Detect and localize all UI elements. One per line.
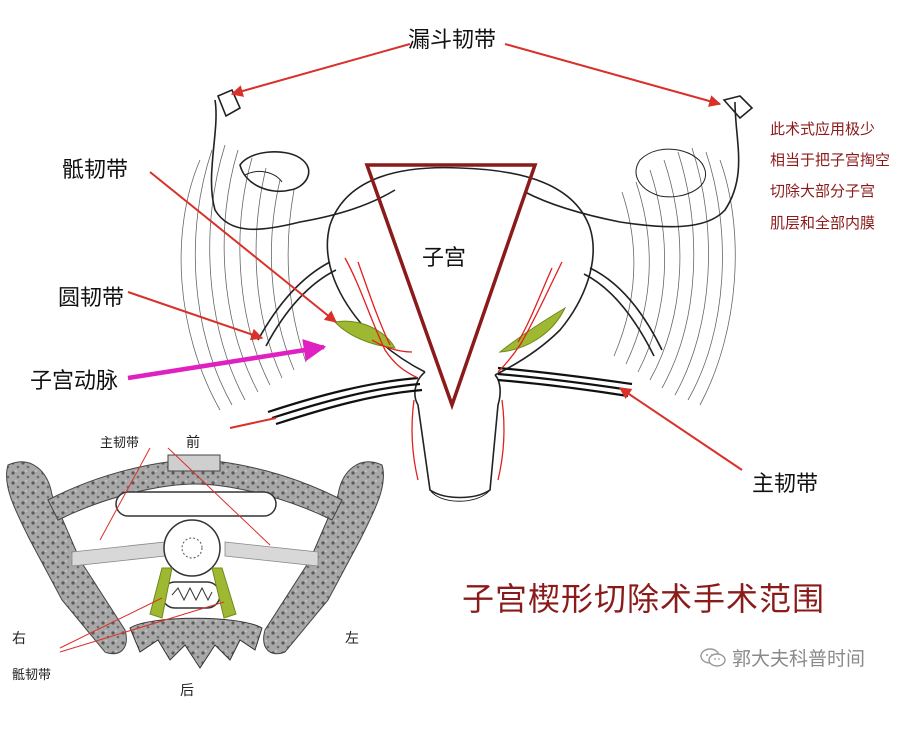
note-line: 切除大部分子宫 (770, 182, 876, 200)
label-infundibulopelvic: 漏斗韧带 (408, 28, 497, 53)
label-round: 圆韧带 (58, 286, 125, 311)
inset-label-left: 左 (345, 631, 359, 647)
inset-label-right: 右 (12, 631, 26, 647)
label-cardinal: 主韧带 (752, 472, 819, 497)
note-line: 相当于把子宫掏空 (770, 151, 891, 169)
sacrum (129, 617, 263, 669)
bladder (115, 491, 277, 517)
uterosacral-ligament-green (333, 306, 567, 353)
pelvis-cross-section (6, 447, 384, 669)
pointer-round (127, 291, 264, 341)
figure-title: 子宫楔形切除术手术范围 (462, 580, 826, 618)
inset-uterosacral-right (211, 567, 237, 619)
watermark-text: 郭大夫科普时间 (732, 648, 866, 670)
rectum (161, 581, 221, 609)
wechat-icon (700, 647, 726, 667)
broad-ligament-left (180, 144, 307, 411)
inset-label-uterosacral: 骶韧带 (12, 668, 52, 683)
label-pointers (127, 43, 743, 471)
pointer-infundibulopelvic-left (230, 43, 411, 97)
broad-ligament-right (613, 147, 736, 406)
label-uterus: 子宫 (422, 246, 467, 271)
pointer-cardinal-left (229, 417, 277, 429)
inset-label-cardinal: 主韧带 (100, 436, 140, 451)
pointer-cardinal-right (619, 387, 743, 471)
right-pelvic-bone (263, 461, 384, 655)
cardinal-ligament-bands (267, 366, 633, 426)
inset-label-front: 前 (186, 435, 200, 451)
pubic-arch (47, 459, 343, 521)
wedge-resection-triangle (364, 163, 538, 411)
left-pelvic-bone (6, 461, 127, 655)
uterus-illustration (180, 88, 754, 502)
inset-label-back: 后 (180, 683, 194, 699)
note-line: 肌层和全部内膜 (770, 214, 876, 232)
note-line: 此术式应用极少 (770, 120, 876, 138)
label-uterosacral: 骶韧带 (62, 158, 129, 183)
inset-uterosacral-left (149, 567, 173, 619)
label-uterine-artery: 子宫动脉 (30, 369, 119, 394)
watermark: 郭大夫科普时间 (700, 644, 865, 671)
pointer-uterine-artery (127, 339, 327, 381)
cervix-cross-section (163, 519, 221, 577)
uterine-vessels (344, 257, 563, 481)
pointer-infundibulopelvic-right (504, 43, 722, 107)
pointer-uterosacral (149, 171, 337, 323)
